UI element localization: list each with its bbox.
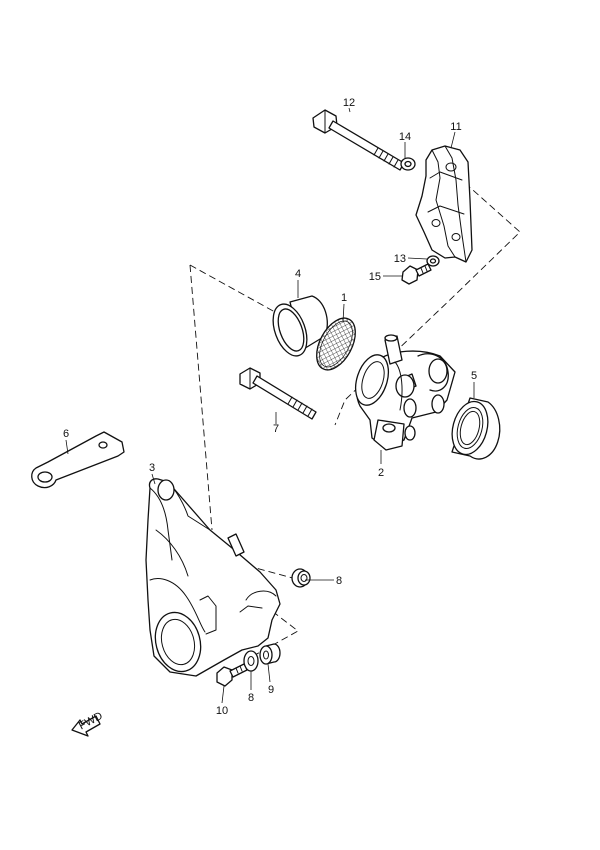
part-13-washer [426, 255, 440, 267]
part-3-case [145, 478, 281, 677]
callout-7: 7 [273, 423, 279, 435]
part-8-washer-lower [243, 650, 259, 672]
part-12-bolt [312, 109, 405, 171]
callout-labels: 1 2 3 4 5 6 7 8 8 9 10 11 12 13 14 15 [63, 97, 477, 717]
part-6-plate [31, 431, 125, 489]
part-8-grommet-upper [291, 568, 311, 588]
part-2-body [354, 334, 456, 451]
callout-14: 14 [399, 131, 411, 143]
callout-1: 1 [341, 292, 347, 304]
part-14-washer [400, 157, 416, 171]
part-10-bolt [216, 663, 248, 687]
callout-3: 3 [149, 462, 155, 474]
part-11-bracket [415, 145, 473, 263]
callout-12: 12 [343, 97, 355, 109]
leader-lines [65, 107, 475, 704]
callout-15: 15 [369, 271, 381, 283]
callout-11: 11 [450, 121, 461, 133]
part-1-mesh-screen [316, 317, 356, 371]
callout-9: 9 [268, 684, 274, 696]
callout-4: 4 [295, 268, 301, 280]
callout-2: 2 [378, 467, 384, 479]
fwd-arrow: FWD [71, 710, 105, 737]
part-7-bolt [239, 367, 317, 420]
callout-10: 10 [216, 705, 228, 717]
callout-8-upper: 8 [336, 575, 342, 587]
callout-8-lower: 8 [248, 692, 254, 704]
callout-13: 13 [394, 253, 406, 265]
part-9-collar [259, 643, 281, 665]
callout-5: 5 [471, 370, 477, 382]
part-5-seal [451, 397, 501, 460]
callout-6: 6 [63, 428, 69, 440]
part-15-bolt [401, 263, 432, 285]
